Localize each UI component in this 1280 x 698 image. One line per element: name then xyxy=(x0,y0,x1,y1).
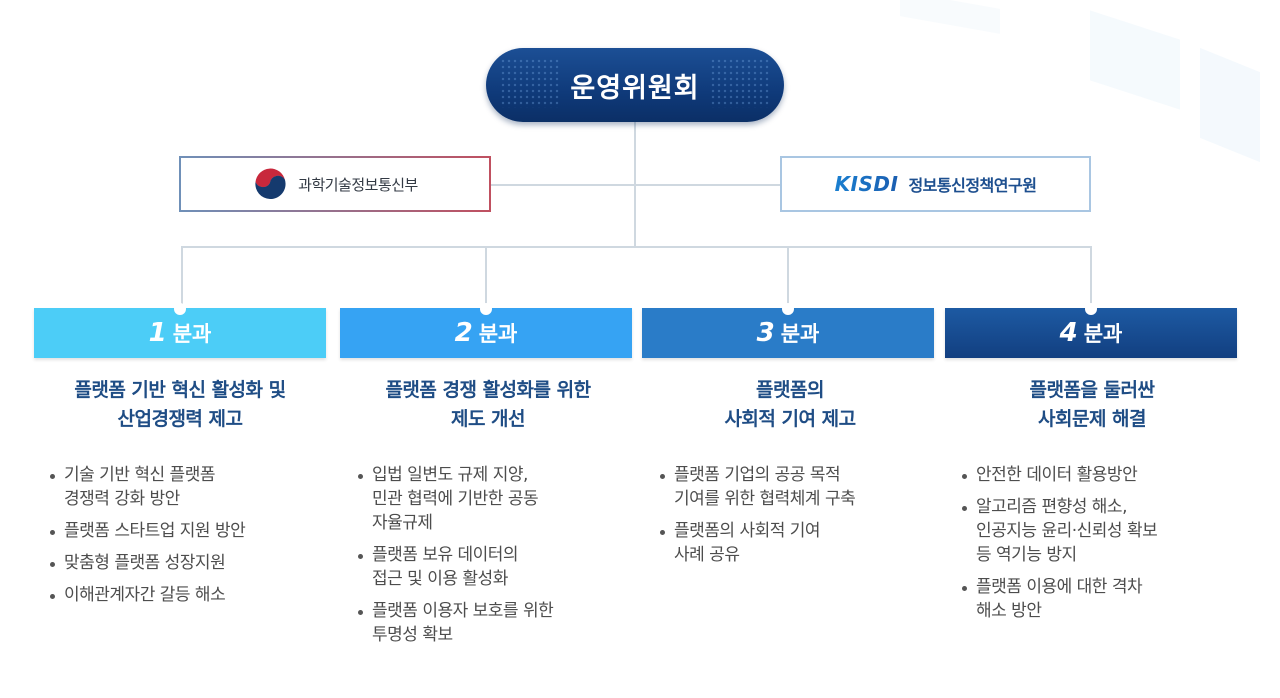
connector-dot xyxy=(782,303,794,315)
connector-line xyxy=(181,246,1091,248)
division-title: 플랫폼을 둘러싼 사회문제 해결 xyxy=(1029,379,1155,430)
division-title: 플랫폼의 사회적 기여 제고 xyxy=(724,379,856,430)
division-1-header: 1 분과 xyxy=(34,303,326,358)
org-msit-box: 과학기술정보통신부 xyxy=(179,156,491,212)
connector-dot xyxy=(174,303,186,315)
connector-line xyxy=(485,246,487,308)
connector-line xyxy=(490,184,780,186)
connector-dot xyxy=(480,303,492,315)
korean-government-emblem-icon xyxy=(255,168,286,200)
list-item: 플랫폼 보유 데이터의 접근 및 이용 활성화 xyxy=(356,543,638,591)
committee-title: 운영위원회 xyxy=(570,72,700,104)
list-item: 플랫폼 기업의 공공 목적 기여를 위한 협력체계 구축 xyxy=(658,463,940,511)
steering-committee-node: 운영위원회 xyxy=(486,48,784,122)
division-2-content: 플랫폼 경쟁 활성화를 위한 제도 개선 입법 일변도 규제 지양, 민관 협력… xyxy=(338,376,638,655)
division-3-header: 3 분과 xyxy=(642,303,934,358)
list-item: 플랫폼 이용자 보호를 위한 투명성 확보 xyxy=(356,599,638,647)
division-number: 2 xyxy=(454,318,473,348)
connector-line xyxy=(787,246,789,308)
division-4-header: 4 분과 xyxy=(945,303,1237,358)
org-name: 과학기술정보통신부 xyxy=(298,175,418,194)
division-label: 분과 xyxy=(1083,322,1123,346)
list-item: 안전한 데이터 활용방안 xyxy=(960,463,1242,487)
list-item: 플랫폼 이용에 대한 격차 해소 방안 xyxy=(960,575,1242,623)
list-item: 플랫폼 스타트업 지원 방안 xyxy=(48,519,330,543)
org-name: 정보통신정책연구원 xyxy=(908,176,1037,195)
list-item: 입법 일변도 규제 지양, 민관 협력에 기반한 공동 자율규제 xyxy=(356,463,638,535)
kisdi-logo: KISDI xyxy=(834,172,899,196)
division-2-header: 2 분과 xyxy=(340,303,632,358)
background-decoration xyxy=(1200,47,1260,163)
division-1-content: 플랫폼 기반 혁신 활성화 및 산업경쟁력 제고 기술 기반 혁신 플랫폼 경쟁… xyxy=(30,376,330,615)
background-decoration xyxy=(1090,10,1180,110)
division-label: 분과 xyxy=(780,322,820,346)
division-3-content: 플랫폼의 사회적 기여 제고 플랫폼 기업의 공공 목적 기여를 위한 협력체계… xyxy=(640,376,940,575)
division-items: 플랫폼 기업의 공공 목적 기여를 위한 협력체계 구축 플랫폼의 사회적 기여… xyxy=(640,463,940,567)
division-title: 플랫폼 기반 혁신 활성화 및 산업경쟁력 제고 xyxy=(74,379,286,430)
division-label: 분과 xyxy=(172,322,212,346)
background-decoration xyxy=(900,0,1000,34)
division-number: 1 xyxy=(148,318,167,348)
list-item: 맞춤형 플랫폼 성장지원 xyxy=(48,551,330,575)
division-items: 기술 기반 혁신 플랫폼 경쟁력 강화 방안 플랫폼 스타트업 지원 방안 맞춤… xyxy=(30,463,330,607)
list-item: 알고리즘 편향성 해소, 인공지능 윤리·신뢰성 확보 등 역기능 방지 xyxy=(960,495,1242,567)
list-item: 플랫폼의 사회적 기여 사례 공유 xyxy=(658,519,940,567)
division-title: 플랫폼 경쟁 활성화를 위한 제도 개선 xyxy=(385,379,591,430)
connector-line xyxy=(1090,246,1092,308)
division-number: 4 xyxy=(1059,318,1078,348)
division-4-content: 플랫폼을 둘러싼 사회문제 해결 안전한 데이터 활용방안 알고리즘 편향성 해… xyxy=(942,376,1242,631)
connector-dot xyxy=(1085,303,1097,315)
connector-line xyxy=(181,246,183,308)
list-item: 이해관계자간 갈등 해소 xyxy=(48,583,330,607)
division-items: 안전한 데이터 활용방안 알고리즘 편향성 해소, 인공지능 윤리·신뢰성 확보… xyxy=(942,463,1242,623)
list-item: 기술 기반 혁신 플랫폼 경쟁력 강화 방안 xyxy=(48,463,330,511)
division-items: 입법 일변도 규제 지양, 민관 협력에 기반한 공동 자율규제 플랫폼 보유 … xyxy=(338,463,638,647)
connector-line xyxy=(634,120,636,246)
org-kisdi-box: KISDI 정보통신정책연구원 xyxy=(780,156,1091,212)
division-number: 3 xyxy=(756,318,775,348)
division-label: 분과 xyxy=(478,322,518,346)
